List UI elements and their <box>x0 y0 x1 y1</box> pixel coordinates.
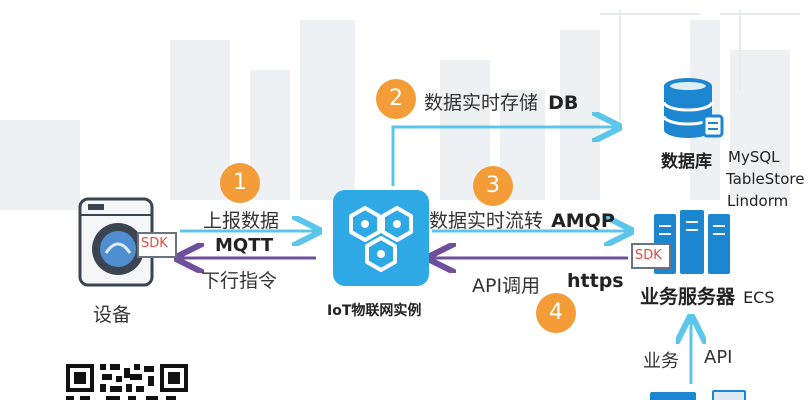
washing-machine-icon <box>78 197 177 287</box>
arrow-store <box>391 127 616 186</box>
step-badge-2: 2 <box>376 79 416 119</box>
server-label: 业务服务器 ECS <box>640 282 775 309</box>
qr-code-icon <box>66 364 188 400</box>
database-icon <box>662 78 724 138</box>
iot-label: IoT物联网实例 <box>327 303 422 319</box>
device-label: 设备 <box>93 304 132 326</box>
db-product-lindorm: Lindorm <box>727 192 789 210</box>
db-label: 数据库 <box>661 152 712 172</box>
step-badge-1: 1 <box>220 163 260 203</box>
edge-label-flow: 数据实时流转 AMQP <box>429 206 615 233</box>
edge-label-downlink: 下行指令 <box>201 270 278 292</box>
flow-text: 数据实时流转 <box>429 210 544 232</box>
edge-label-business-api: API <box>704 347 733 368</box>
edge-label-api-call: API调用 <box>472 275 541 297</box>
edge-label-mqtt: MQTT <box>215 235 274 256</box>
edge-label-upload: 上报数据 <box>203 210 280 232</box>
db-product-tablestore: TableStore <box>726 170 805 188</box>
edge-label-https: https <box>567 270 624 292</box>
store-text: 数据实时存储 <box>424 92 539 114</box>
iot-hub-icon <box>333 190 429 286</box>
flow-target: AMQP <box>551 210 615 232</box>
business-app-icon <box>650 392 696 400</box>
edge-label-store: 数据实时存储 DB <box>424 88 578 115</box>
edge-label-business: 业务 <box>643 351 679 372</box>
server-suffix: ECS <box>743 288 775 307</box>
step-badge-3: 3 <box>473 166 513 206</box>
device-sdk-badge: SDK <box>141 236 168 251</box>
server-name: 业务服务器 <box>640 286 736 308</box>
server-sdk-badge: SDK <box>635 248 662 263</box>
store-target: DB <box>548 92 579 114</box>
server-rack-icon <box>631 210 730 274</box>
step-badge-4: 4 <box>536 293 576 333</box>
business-screen-icon <box>712 390 746 400</box>
db-product-mysql: MySQL <box>728 148 780 166</box>
